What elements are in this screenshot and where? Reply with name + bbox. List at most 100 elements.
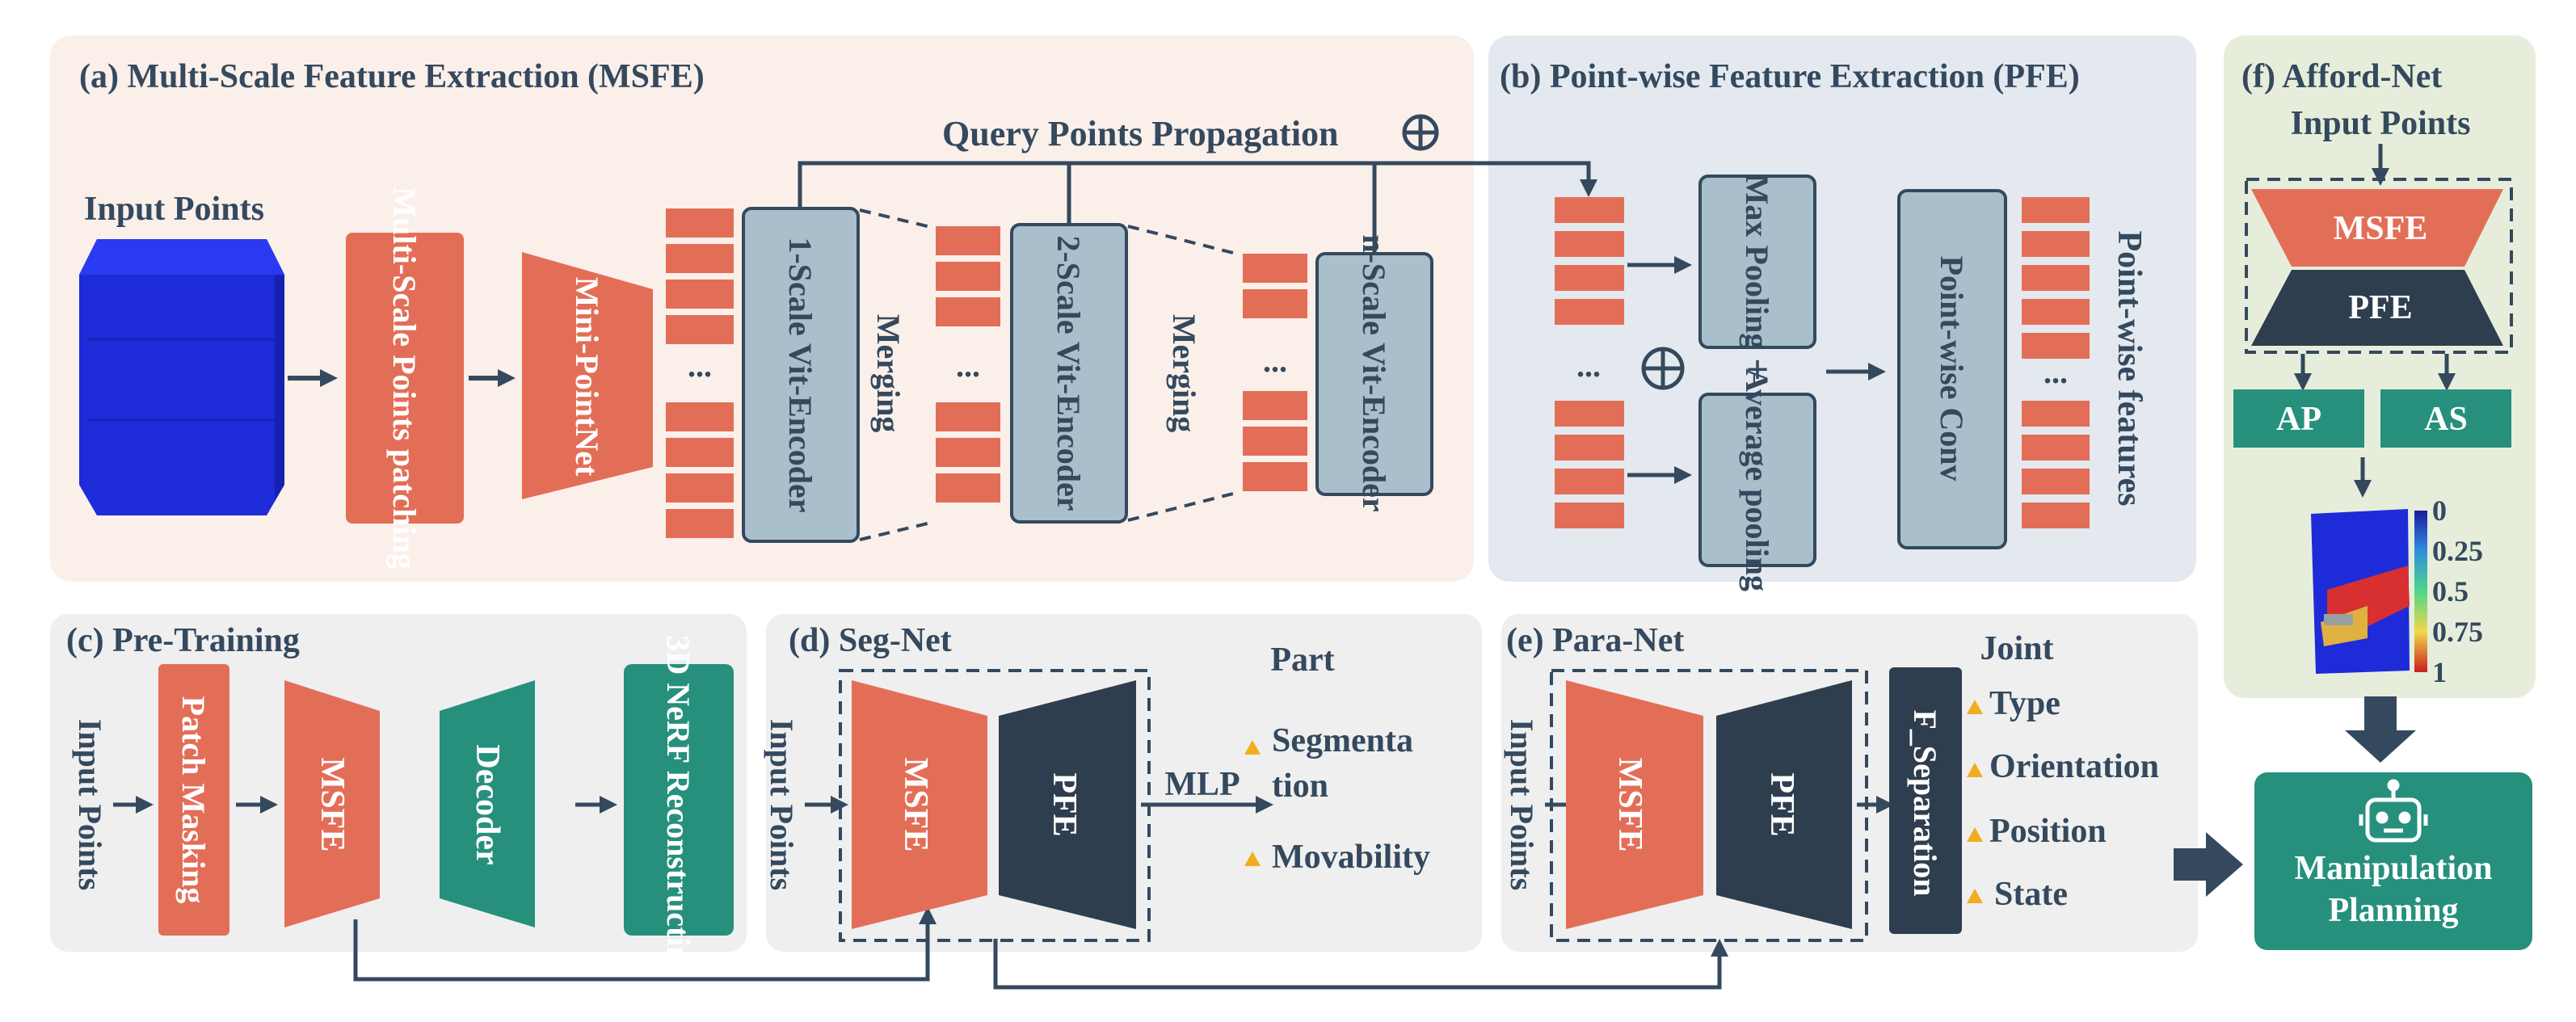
ap-label: AP: [2276, 401, 2321, 438]
mlp-label: MLP: [1164, 766, 1240, 803]
input-point-cloud: [79, 239, 284, 515]
pfe-input-tokens: [1555, 197, 1624, 528]
segnet-pfe-label: PFE: [1046, 772, 1083, 836]
token-ellipsis-2: ...: [956, 347, 980, 384]
query-propagation-line: [798, 161, 1597, 208]
colorbar-tick-4: 1: [2432, 656, 2447, 688]
as-label: AS: [2424, 401, 2468, 438]
seg-output-1a: Segmenta: [1272, 722, 1413, 759]
paranet-input-label: Input Points: [1504, 719, 1540, 890]
afford-dashed-box: [2245, 178, 2513, 354]
colorbar-tick-2: 0.5: [2432, 575, 2469, 608]
paranet-panel-title: (e) Para-Net: [1506, 622, 1684, 659]
decoder-label: Decoder: [469, 744, 506, 864]
afford-to-manipulation-arrow: [2345, 696, 2416, 763]
paranet-pfe-block: [1716, 680, 1852, 929]
afford-heatmap-result: [2311, 509, 2410, 674]
msfe-input-label: Input Points: [84, 191, 264, 228]
joint-output-type: Type: [1989, 685, 2060, 722]
triangle-bullet-icon: [1967, 763, 1983, 777]
segnet-pfe-block: [999, 680, 1136, 929]
query-propagation-label: Query Points Propagation: [942, 114, 1339, 154]
token-ellipsis-3: ...: [1263, 343, 1287, 379]
merging-label-2: Merging: [1166, 314, 1202, 433]
joint-label: Joint: [1980, 630, 2053, 667]
max-pooling-block: [1698, 175, 1816, 349]
patch-masking-label: Patch Masking: [175, 696, 212, 904]
encoder-2-label: 2-Scale Vit-Encoder: [1050, 235, 1087, 511]
paranet-to-manipulation-arrow: [2174, 832, 2243, 897]
paranet-pfe-label: PFE: [1763, 772, 1800, 836]
segnet-msfe-block: [852, 680, 987, 929]
mini-pointnet-label: Mini-PointNet: [569, 277, 605, 477]
patching-block: [346, 233, 464, 524]
afford-msfe-block: [2251, 189, 2503, 267]
joint-output-orientation: Orientation: [1989, 748, 2159, 785]
afford-input-label: Input Points: [2291, 105, 2471, 142]
pooling-plus: +: [1746, 347, 1770, 392]
encoder-n-label: n-Scale Vit-Encoder: [1356, 234, 1392, 511]
paranet-msfe-block: [1566, 680, 1703, 929]
joint-output-state: State: [1994, 876, 2068, 913]
part-label: Part: [1270, 641, 1334, 679]
seg-output-2: Movability: [1272, 839, 1430, 876]
as-block: [2380, 389, 2511, 448]
nerf-label: 3D NeRF Reconstructin: [660, 635, 697, 964]
token-stack-n: [1243, 254, 1307, 491]
segnet-panel-title: (d) Seg-Net: [789, 622, 952, 659]
triangle-bullet-icon: [1244, 740, 1261, 755]
mini-pointnet-block: [522, 252, 653, 499]
joint-output-position: Position: [1989, 813, 2107, 850]
merging-label-1: Merging: [870, 314, 907, 433]
colorbar-tick-0: 0: [2432, 494, 2447, 527]
msfe-share-connector: [353, 906, 937, 982]
pointwise-conv-block: [1897, 189, 2007, 549]
pointwise-features-label: Point-wise features: [2111, 231, 2148, 507]
oplus-icon: [1402, 114, 1439, 151]
triangle-bullet-icon: [1244, 852, 1261, 866]
colorbar: [2414, 511, 2427, 672]
manipulation-label-2: Planning: [2328, 892, 2458, 929]
decoder-block: [440, 680, 535, 927]
colorbar-tick-3: 0.75: [2432, 616, 2483, 648]
robot-icon: [2359, 779, 2428, 843]
paranet-msfe-label: MSFE: [1611, 758, 1648, 852]
avg-pooling-block: [1698, 393, 1816, 567]
triangle-bullet-icon: [1967, 827, 1983, 842]
seg-output-1b: tion: [1272, 768, 1328, 805]
pretraining-input-label: Input Points: [72, 719, 108, 890]
segnet-msfe-label: MSFE: [897, 758, 934, 852]
pretraining-msfe-label: MSFE: [314, 758, 351, 852]
pointwise-conv-label: Point-wise Conv: [1934, 256, 1970, 482]
pretraining-msfe-block: [284, 680, 380, 927]
token-stack-2: [936, 226, 1000, 503]
encoder-1-label: 1-Scale Vit-Encoder: [782, 237, 819, 512]
ap-block: [2233, 389, 2364, 448]
pfe-output-tokens: [2022, 197, 2090, 528]
token-stack-1: [666, 208, 734, 538]
pfe-panel-title: (b) Point-wise Feature Extraction (PFE): [1500, 58, 2080, 95]
max-pooling-label: Max Pooling: [1739, 175, 1775, 350]
separation-label: F_Separation: [1907, 709, 1943, 896]
manipulation-label-1: Manipulation: [2294, 850, 2492, 887]
patching-label: Multi-Scale Points patching: [386, 187, 423, 569]
msfe-panel-title: (a) Multi-Scale Feature Extraction (MSFE…: [79, 58, 705, 95]
avg-pooling-label: Average pooling: [1739, 368, 1775, 591]
patch-masking-block: [158, 664, 229, 936]
afford-msfe-label: MSFE: [2334, 210, 2428, 247]
triangle-bullet-icon: [1967, 889, 1983, 903]
pfe-out-ellipsis: ...: [2044, 354, 2068, 390]
pfe-oplus-icon: [1641, 347, 1685, 390]
pretraining-panel-title: (c) Pre-Training: [66, 622, 300, 659]
afford-panel-title: (f) Afford-Net: [2241, 58, 2442, 95]
colorbar-tick-1: 0.25: [2432, 535, 2483, 567]
segnet-input-label: Input Points: [764, 719, 800, 890]
pfe-token-ellipsis: ...: [1576, 347, 1601, 384]
triangle-bullet-icon: [1967, 700, 1983, 714]
separation-block: [1889, 667, 1962, 934]
afford-pfe-block: [2251, 270, 2503, 346]
nerf-block: [624, 664, 734, 936]
msfe-share-connector-2: [993, 939, 1728, 990]
panel-pfe-bg: [1488, 36, 2196, 582]
